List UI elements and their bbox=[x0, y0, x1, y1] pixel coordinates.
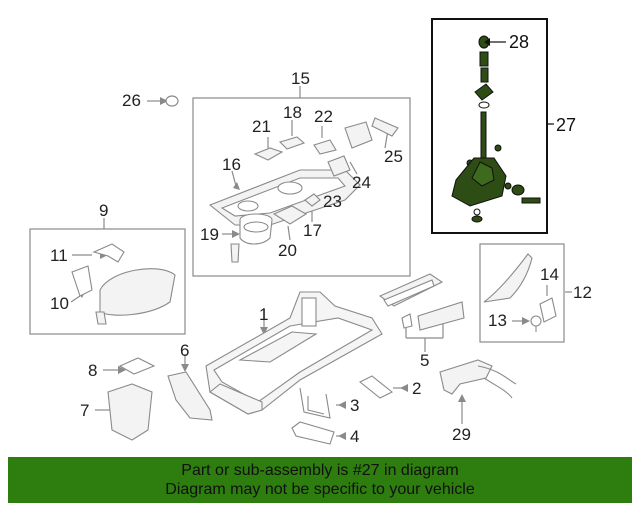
callout-19: 19 bbox=[200, 225, 219, 244]
callout-24: 24 bbox=[352, 173, 371, 192]
callout-17: 17 bbox=[303, 221, 322, 240]
parts-diagram bbox=[29, 18, 572, 445]
callout-9: 9 bbox=[99, 201, 109, 220]
callout-25: 25 bbox=[384, 147, 403, 166]
callout-22: 22 bbox=[314, 107, 333, 126]
callout-28: 28 bbox=[509, 32, 530, 52]
callout-16: 16 bbox=[222, 155, 241, 174]
callout-21: 21 bbox=[252, 117, 271, 136]
callout-2: 2 bbox=[412, 379, 422, 398]
callout-27: 27 bbox=[556, 115, 577, 135]
callout-6: 6 bbox=[180, 341, 190, 360]
callout-13: 13 bbox=[488, 311, 507, 330]
callout-12: 12 bbox=[573, 283, 592, 302]
callout-23: 23 bbox=[323, 192, 342, 211]
callout-14: 14 bbox=[540, 265, 559, 284]
callout-18: 18 bbox=[283, 103, 302, 122]
banner-line-2: Diagram may not be specific to your vehi… bbox=[165, 481, 475, 498]
banner-line-1: Part or sub-assembly is #27 in diagram bbox=[181, 462, 459, 479]
callout-1: 1 bbox=[259, 305, 269, 324]
callout-10: 10 bbox=[50, 294, 69, 313]
callout-15: 15 bbox=[291, 69, 310, 88]
callout-3: 3 bbox=[350, 396, 360, 415]
callout-5: 5 bbox=[420, 351, 430, 370]
callout-20: 20 bbox=[278, 241, 297, 260]
group-box-15 bbox=[192, 97, 411, 277]
info-banner: Part or sub-assembly is #27 in diagram D… bbox=[8, 457, 632, 503]
callout-29: 29 bbox=[452, 425, 471, 444]
callout-11: 11 bbox=[50, 246, 68, 265]
group-box-12 bbox=[479, 243, 565, 343]
callout-4: 4 bbox=[350, 427, 360, 446]
callout-26: 26 bbox=[122, 91, 141, 110]
callout-7: 7 bbox=[80, 401, 90, 420]
callout-8: 8 bbox=[88, 361, 98, 380]
group-box-9 bbox=[29, 228, 186, 335]
